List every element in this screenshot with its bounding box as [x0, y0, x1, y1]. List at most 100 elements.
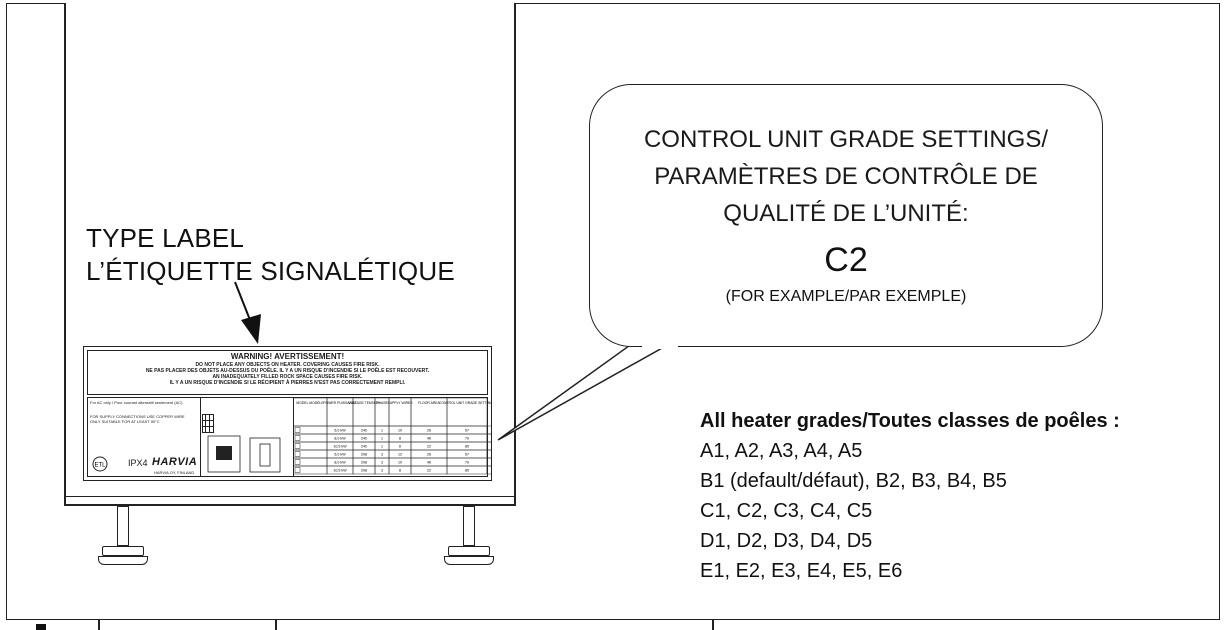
- ac-only-note: For AC only / Pour courant alternatif se…: [90, 400, 183, 405]
- spec-cell-value: 85: [465, 445, 469, 449]
- spec-cell-value: 57: [465, 453, 469, 457]
- grades-row: E1, E2, E3, E4, E5, E6: [700, 560, 903, 582]
- callout-example-note: (FOR EXAMPLE/PAR EXEMPLE): [725, 288, 967, 305]
- spec-cell-value: 46: [427, 437, 431, 441]
- spec-cell-value: 79: [465, 461, 469, 465]
- spec-header-label: VOLTAGE TENSION: [348, 401, 380, 405]
- spec-model-cell: [292, 465, 328, 475]
- spec-cell-value: 208: [361, 453, 367, 457]
- arrow-down-icon: [234, 281, 261, 344]
- spec-cell-value: 8,0 kW: [334, 461, 346, 465]
- spec-cell-value: 6,0 kW: [334, 453, 346, 457]
- divider-tick: [275, 620, 277, 630]
- spec-cell-value: 10: [398, 429, 402, 433]
- grades-row: D1, D2, D3, D4, D5: [700, 530, 873, 552]
- warning-line: AN INADEQUATELY FILLED ROCK SPACE CAUSES…: [212, 374, 363, 380]
- tail-joint: [642, 344, 678, 349]
- spec-cell-value: 79: [465, 437, 469, 441]
- diagram-frame: [6, 3, 1220, 620]
- spec-row-checkbox: [294, 427, 301, 433]
- spec-cell-value: 10: [398, 461, 402, 465]
- plate-col-left: For AC only / Pour courant alternatif se…: [88, 398, 201, 476]
- manufacturer-country: HARVIA OY, FINLAND: [154, 470, 195, 475]
- spec-cell: [486, 441, 508, 451]
- brand-logo: HARVIA: [152, 456, 198, 468]
- mini-table: [202, 414, 214, 433]
- grades-row: A1, A2, A3, A4, A5: [700, 440, 863, 462]
- warning-box: WARNING! AVERTISSEMENT! DO NOT PLACE ANY…: [87, 350, 488, 395]
- plate-col-diagram: [200, 398, 294, 476]
- spec-cell-value: 46: [427, 461, 431, 465]
- divider-tick: [712, 620, 714, 630]
- spec-cell-value: 26: [427, 453, 431, 457]
- callout-title-line: PARAMÈTRES DE CONTRÔLE DE: [654, 163, 1038, 190]
- spec-cell-value: 3: [381, 461, 383, 465]
- spec-cell-value: 6,0 kW: [334, 429, 346, 433]
- callout-title-line: QUALITÉ DE L’UNITÉ:: [723, 200, 969, 227]
- spec-model-cell: [292, 457, 328, 467]
- heater-base-line: [66, 496, 514, 497]
- plate-grid: For AC only / Pour courant alternatif se…: [87, 397, 508, 477]
- spec-cell-value: 22: [427, 469, 431, 473]
- spec-cell: [486, 449, 508, 459]
- spec-cell: [486, 433, 508, 443]
- spec-model-cell: [292, 441, 328, 451]
- spec-cell-value: 3: [381, 453, 383, 457]
- spec-cell-value: 240: [361, 437, 367, 441]
- warning-title: WARNING! AVERTISSEMENT!: [230, 352, 345, 361]
- spec-model-cell: [292, 425, 328, 435]
- warning-line: DO NOT PLACE ANY OBJECTS ON HEATER. COVE…: [195, 362, 380, 368]
- spec-cell-value: 10,5 kW: [333, 445, 347, 449]
- spec-cell: [486, 425, 508, 435]
- callout-bubble: CONTROL UNIT GRADE SETTINGS/ PARAMÈTRES …: [589, 84, 1103, 347]
- spec-header-label: CONTROL UNIT GRADE SETTINGS: [439, 401, 491, 405]
- spec-cell-value: 1: [381, 429, 383, 433]
- grades-row: B1 (default/défaut), B2, B3, B4, B5: [700, 470, 1007, 492]
- type-label-line-en: TYPE LABEL: [86, 223, 245, 253]
- spec-header-label: SUPPLY WIRES: [387, 401, 413, 405]
- spec-cell-value: 240: [361, 429, 367, 433]
- type-label-plate: WARNING! AVERTISSEMENT! DO NOT PLACE ANY…: [83, 346, 508, 481]
- spec-cell-value: 6: [399, 445, 401, 449]
- spec-row-checkbox: [294, 435, 301, 441]
- spec-cell-value: 12: [398, 453, 402, 457]
- spec-row-checkbox: [294, 451, 301, 457]
- spec-cell-value: 8: [399, 437, 401, 441]
- divider-tick: [98, 620, 100, 630]
- certification-mark-icon: ETL: [92, 456, 108, 472]
- spec-header-label: POWER PUISSANCE: [323, 401, 357, 405]
- grades-row: C1, C2, C3, C4, C5: [700, 500, 873, 522]
- type-label-line-fr: L’ÉTIQUETTE SIGNALÉTIQUE: [86, 256, 455, 286]
- spec-row-checkbox: [294, 467, 301, 473]
- type-label-title: TYPE LABEL L’ÉTIQUETTE SIGNALÉTIQUE: [86, 222, 455, 288]
- spec-row-checkbox: [294, 459, 301, 465]
- ipx-rating: IPX4: [128, 458, 148, 468]
- warning-line: NE PAS PLACER DES OBJETS AU-DESSUS DU PO…: [145, 368, 430, 374]
- spec-cell-value: 10,5 kW: [333, 469, 347, 473]
- spec-row-checkbox: [294, 443, 301, 449]
- spec-cell: [486, 465, 508, 475]
- spec-cell-value: 208: [361, 461, 367, 465]
- spec-cell-value: 3: [381, 469, 383, 473]
- spec-cell-value: 1: [381, 437, 383, 441]
- spec-cell-value: 22: [427, 445, 431, 449]
- spec-cell-value: 240: [361, 445, 367, 449]
- callout-title-line: CONTROL UNIT GRADE SETTINGS/: [643, 126, 1049, 153]
- spec-header-label: MODEL MODÈLE: [296, 400, 324, 405]
- bottom-strip: [0, 620, 1228, 630]
- svg-text:ETL: ETL: [94, 463, 106, 469]
- spec-cell-value: 26: [427, 429, 431, 433]
- grades-list: All heater grades/Toutes classes de poêl…: [700, 406, 1120, 586]
- spec-header-label: FLOOR AREA: [418, 401, 440, 405]
- spec-model-cell: [292, 449, 328, 459]
- spec-cell-value: 8,0 kW: [334, 437, 346, 441]
- spec-model-cell: [292, 433, 328, 443]
- grades-title: All heater grades/Toutes classes de poêl…: [700, 410, 1120, 432]
- spec-cell-value: 57: [465, 429, 469, 433]
- clearance-diagram-icon: [207, 435, 281, 473]
- spec-cell-value: 1: [381, 445, 383, 449]
- spec-header-label: PHASE: [376, 401, 388, 405]
- spec-cell-value: 208: [361, 469, 367, 473]
